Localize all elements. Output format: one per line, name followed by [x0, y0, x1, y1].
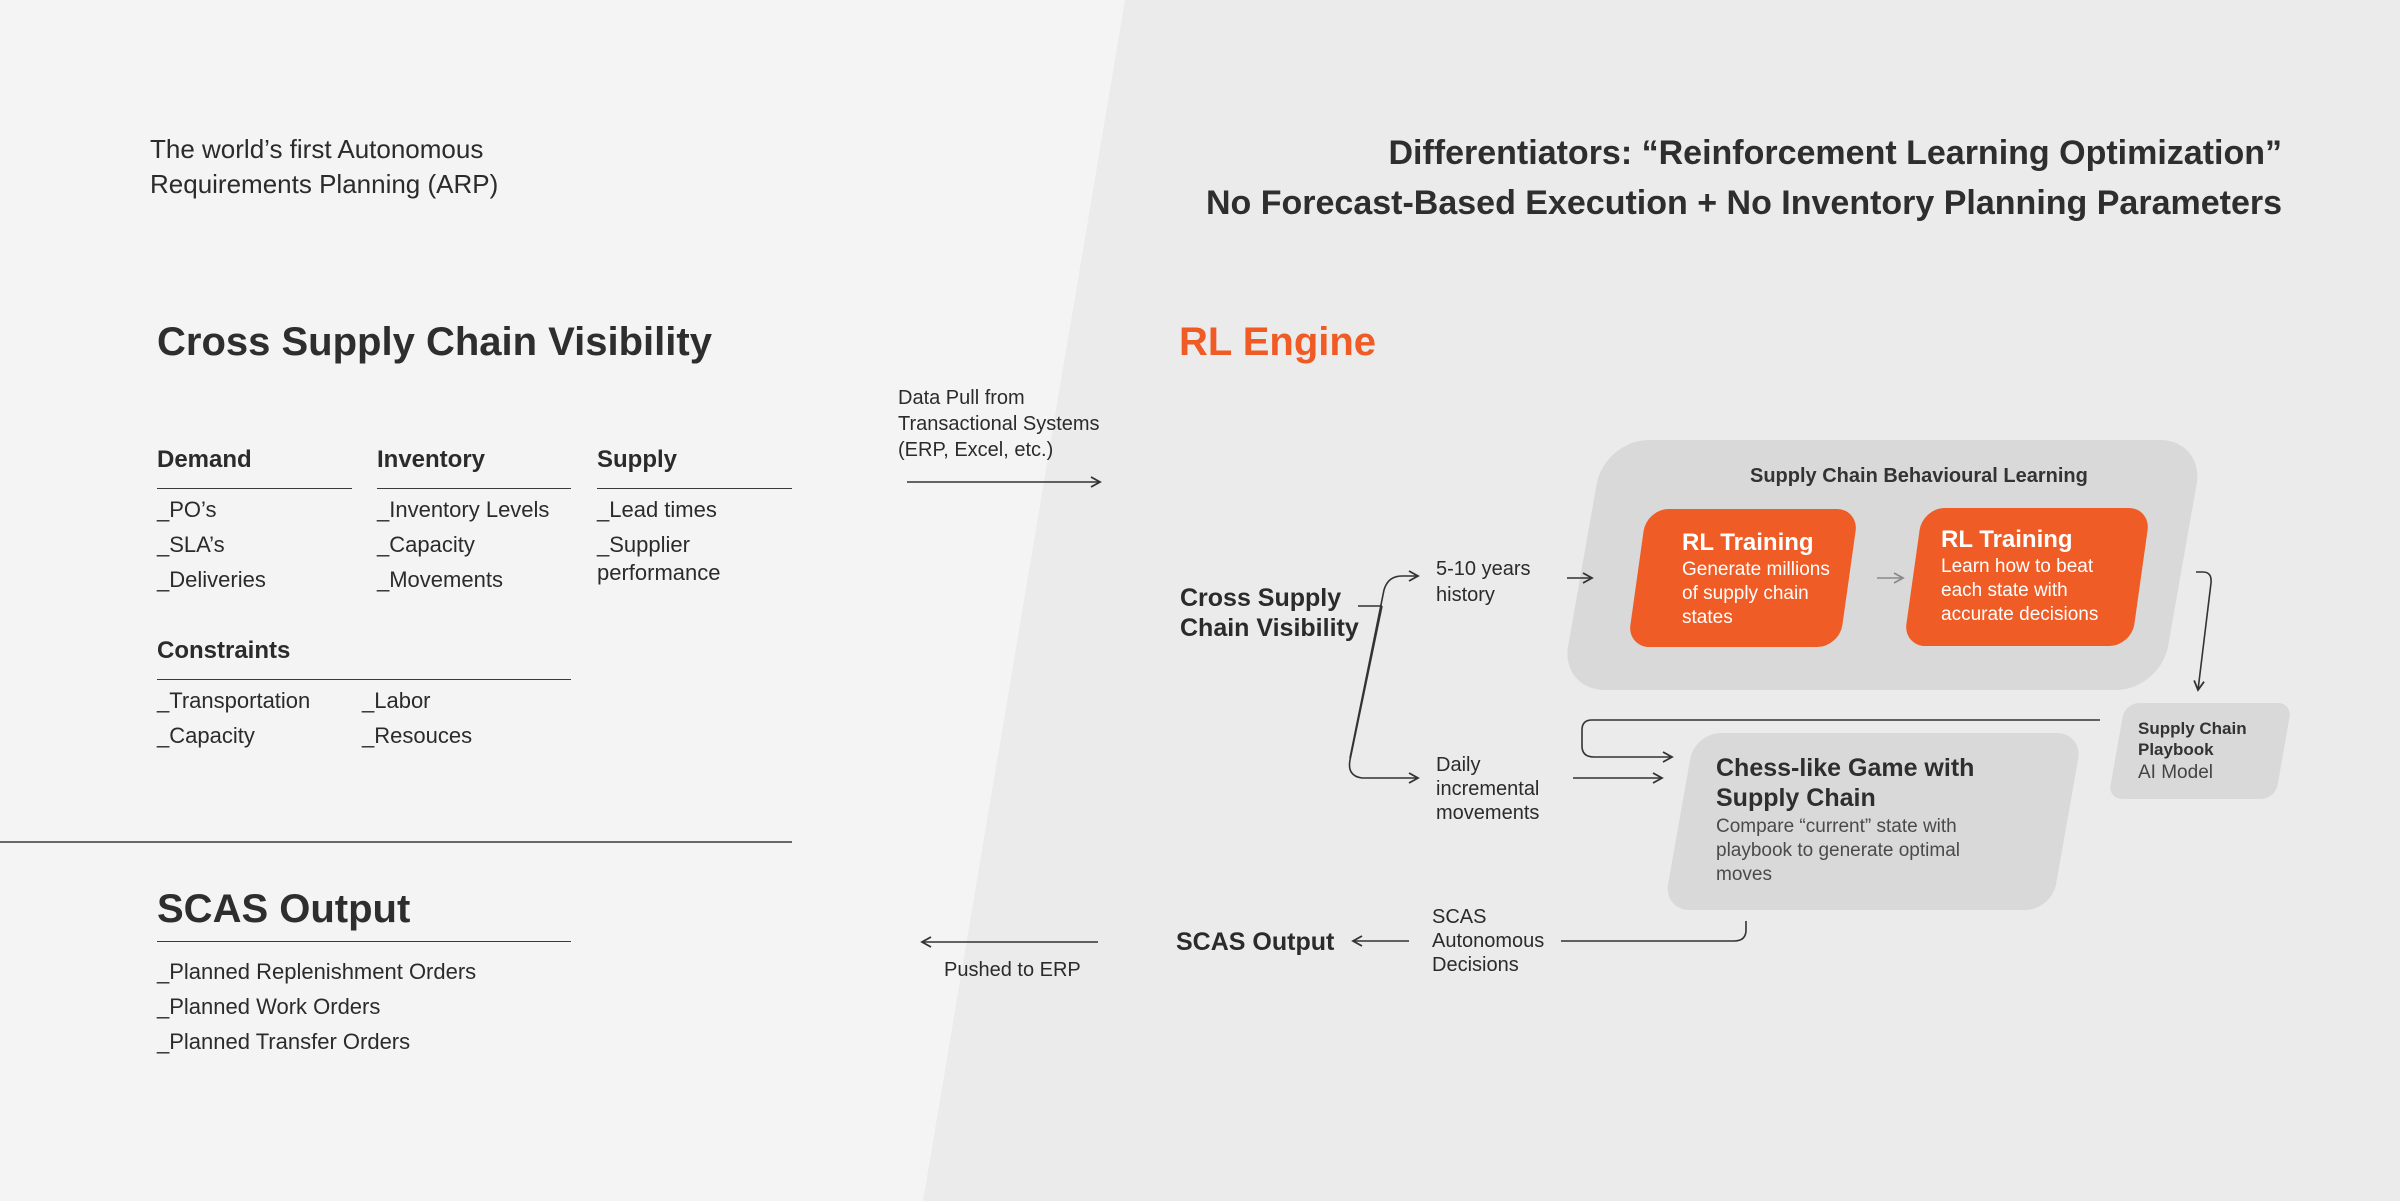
supply-list: _Lead times _Supplier performance — [597, 492, 747, 587]
output-item: _Planned Replenishment Orders — [157, 959, 477, 984]
decisions-line: SCAS — [1432, 906, 1487, 928]
playbook-line: Playbook — [2138, 740, 2214, 759]
history-label: 5-10 years history — [1436, 556, 1531, 608]
rl-training-2-line: each state with — [1941, 580, 2068, 601]
differentiators-line-2: No Forecast-Based Execution + No Invento… — [1205, 184, 2282, 222]
inventory-item: _Movements — [377, 567, 503, 592]
supply-rule — [597, 488, 792, 489]
scas-output-node: SCAS Output — [1176, 928, 1335, 956]
rl-training-1-line: Generate millions — [1682, 559, 1830, 580]
daily-line: Daily — [1436, 754, 1481, 776]
output-item: _Planned Work Orders — [157, 994, 381, 1019]
intro-text: The world’s first Autonomous Requirement… — [150, 132, 498, 202]
rl-training-1-line: states — [1682, 607, 1733, 628]
rl-training-1-title: RL Training — [1682, 529, 1814, 556]
decisions-line: Autonomous — [1432, 930, 1545, 952]
chess-to-decisions-line — [1561, 921, 1747, 942]
rl-training-2-line: Learn how to beat — [1941, 556, 2094, 577]
chess-title-line: Chess-like Game with — [1716, 754, 1975, 782]
intro-line-1: The world’s first Autonomous — [150, 134, 484, 164]
autonomous-decisions-label: SCAS Autonomous Decisions — [1432, 905, 1544, 977]
branch-to-history-arrow — [1349, 570, 1420, 759]
daily-line: movements — [1436, 802, 1540, 824]
constraints-rule — [157, 679, 571, 680]
constraint-item: _Capacity — [157, 723, 255, 748]
inventory-rule — [377, 488, 571, 489]
history-line: history — [1436, 584, 1495, 606]
data-pull-line: Data Pull from — [898, 387, 1025, 409]
rl-training-1-line: of supply chain — [1682, 583, 1809, 604]
demand-item: _Deliveries — [157, 567, 266, 592]
chess-body-line: Compare “current” state with — [1716, 816, 1957, 837]
daily-movements-label: Daily incremental movements — [1436, 753, 1539, 825]
constraint-item: _Transportation — [157, 688, 311, 713]
intro-line-2: Requirements Planning (ARP) — [150, 169, 499, 199]
supply-item: _Lead times — [597, 497, 717, 522]
demand-heading: Demand — [157, 446, 252, 473]
learning-group-title: Supply Chain Behavioural Learning — [1750, 465, 2088, 487]
inventory-list: _Inventory Levels _Capacity _Movements — [377, 492, 549, 597]
demand-item: _PO’s — [157, 497, 217, 522]
rl-training-2-line: accurate decisions — [1941, 604, 2099, 625]
constraints-list-2: _Labor _Resouces — [362, 683, 472, 753]
inventory-item: _Capacity — [377, 532, 475, 557]
data-pull-line: (ERP, Excel, etc.) — [898, 439, 1054, 461]
output-list: _Planned Replenishment Orders _Planned W… — [157, 954, 476, 1059]
data-pull-label: Data Pull from Transactional Systems (ER… — [898, 385, 1100, 463]
branch-to-daily-arrow — [1348, 605, 1420, 784]
daily-line: incremental — [1436, 778, 1540, 800]
playbook-model-label: AI Model — [2138, 762, 2213, 783]
differentiators-line-1: Differentiators: “Reinforcement Learning… — [1388, 134, 2282, 172]
rl2-to-playbook-arrow — [2193, 571, 2212, 692]
constraints-heading: Constraints — [157, 637, 291, 664]
playbook-text: Supply Chain Playbook AI Model — [2138, 718, 2247, 785]
rl-training-2-title: RL Training — [1941, 526, 2073, 553]
rl-training-2-text: RL Training Learn how to beat each state… — [1941, 525, 2098, 627]
demand-list: _PO’s _SLA’s _Deliveries — [157, 492, 266, 597]
history-line: 5-10 years — [1436, 558, 1531, 580]
chess-title-line: Supply Chain — [1716, 784, 1876, 812]
chess-game-text: Chess-like Game with Supply Chain Compar… — [1716, 753, 1974, 887]
supply-item: _Supplier performance — [597, 532, 721, 585]
cross-supply-chain-node: Cross Supply Chain Visibility — [1180, 583, 1359, 643]
inventory-heading: Inventory — [377, 446, 486, 473]
playbook-box — [2110, 703, 2290, 799]
output-rule — [157, 941, 571, 942]
playbook-to-chess-arrow — [1581, 719, 2100, 763]
supply-heading: Supply — [597, 446, 678, 473]
output-item: _Planned Transfer Orders — [157, 1029, 411, 1054]
demand-item: _SLA’s — [157, 532, 225, 557]
rl-engine-title: RL Engine — [1179, 320, 1377, 364]
differentiators-heading: Differentiators: “Reinforcement Learning… — [1206, 128, 2282, 228]
rl-training-1-text: RL Training Generate millions of supply … — [1682, 528, 1830, 630]
visibility-title: Cross Supply Chain Visibility — [157, 320, 712, 364]
demand-rule — [157, 488, 352, 489]
inventory-item: _Inventory Levels — [377, 497, 550, 522]
constraint-item: _Labor — [362, 688, 431, 713]
chess-body-line: moves — [1716, 864, 1772, 885]
node-line: Chain Visibility — [1180, 614, 1359, 642]
constraint-item: _Resouces — [362, 723, 473, 748]
chess-box — [1667, 733, 2079, 910]
chess-body-line: playbook to generate optimal — [1716, 840, 1960, 861]
output-title: SCAS Output — [157, 887, 411, 931]
decisions-line: Decisions — [1432, 954, 1519, 976]
data-pull-line: Transactional Systems — [898, 413, 1100, 435]
pushed-to-erp-label: Pushed to ERP — [944, 959, 1081, 981]
playbook-line: Supply Chain — [2138, 719, 2247, 738]
node-line: Cross Supply — [1180, 584, 1342, 612]
constraints-list-1: _Transportation _Capacity — [157, 683, 310, 753]
